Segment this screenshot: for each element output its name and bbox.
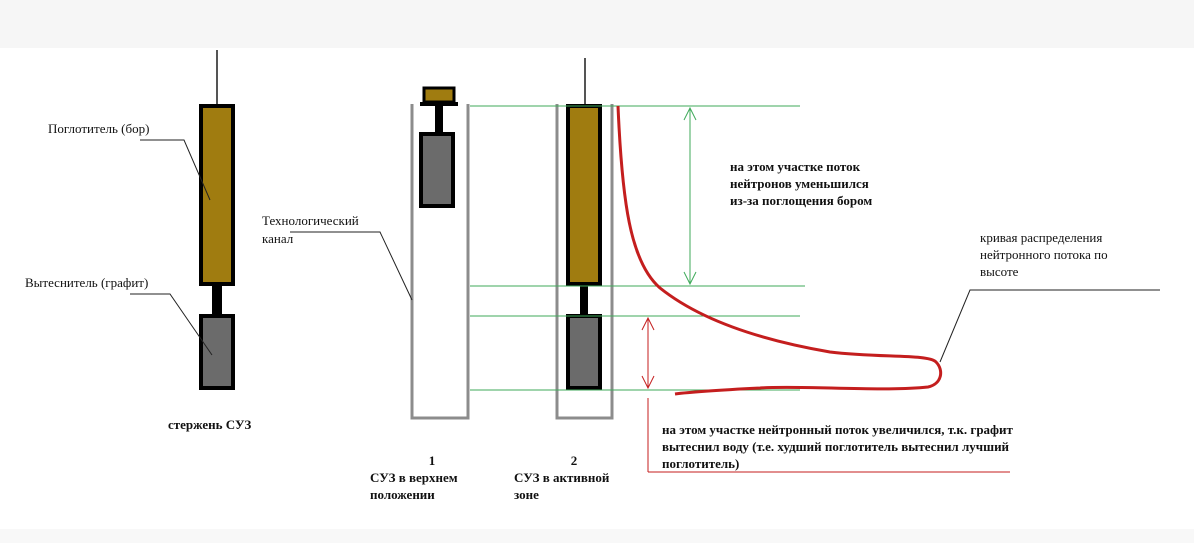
displacer-label: Вытеснитель (графит) [25, 275, 149, 290]
channel-2-walls [555, 104, 614, 420]
channel-2 [555, 58, 614, 420]
displacer-section [199, 314, 235, 390]
channel-1-connector [435, 106, 443, 134]
increase-zone-arrow [641, 316, 655, 390]
displacer-leader-line [130, 293, 213, 356]
decrease-zone-arrow [683, 106, 697, 286]
standalone-control-rod [199, 50, 235, 390]
channel-1-walls [410, 104, 470, 420]
absorber-label: Поглотитель (бор) [48, 121, 150, 136]
rod-caption: стержень СУЗ [168, 417, 252, 432]
channel-1 [410, 86, 470, 420]
decrease-note-line2: нейтронов уменьшился [730, 176, 869, 191]
channel-1-displacer [419, 132, 455, 208]
channel-label-line2: канал [262, 231, 294, 246]
position-1-number: 1 [428, 453, 436, 468]
channel-2-absorber [566, 104, 602, 286]
channel-2-displacer [566, 314, 602, 390]
position-2-line1: СУЗ в активной [514, 470, 610, 485]
curve-label-line2: нейтронного потока по [980, 247, 1108, 262]
position-2-number: 2 [570, 453, 578, 468]
absorber-leader-line [140, 139, 211, 201]
increase-note-line2: вытеснил воду (т.е. худший поглотитель в… [662, 439, 1010, 454]
curve-label-line3: высоте [980, 264, 1019, 279]
position-1-line1: СУЗ в верхнем [370, 470, 458, 485]
rod-connector [212, 284, 222, 316]
increase-note-line1: на этом участке нейтронный поток увеличи… [662, 422, 1013, 437]
channel-1-cap-base [420, 102, 458, 106]
absorber-section [199, 104, 235, 286]
channel-leader-line [290, 231, 413, 301]
decrease-note-line1: на этом участке поток [730, 159, 861, 174]
channel-2-connector [580, 284, 588, 316]
neutron-flux-curve [616, 105, 943, 396]
channel-label-line1: Технологический [262, 213, 359, 228]
curve-label-line1: кривая распределения [980, 230, 1103, 245]
guide-lines [470, 105, 805, 391]
decrease-note-line3: из-за поглощения бором [730, 193, 873, 208]
increase-note-line3: поглотитель) [662, 456, 740, 471]
position-2-line2: зоне [514, 487, 539, 502]
top-band [0, 0, 1194, 48]
channel-1-top-cap [422, 86, 456, 104]
position-1-line2: положении [370, 487, 435, 502]
curve-leader-line [939, 289, 1160, 363]
bottom-band [0, 529, 1194, 543]
